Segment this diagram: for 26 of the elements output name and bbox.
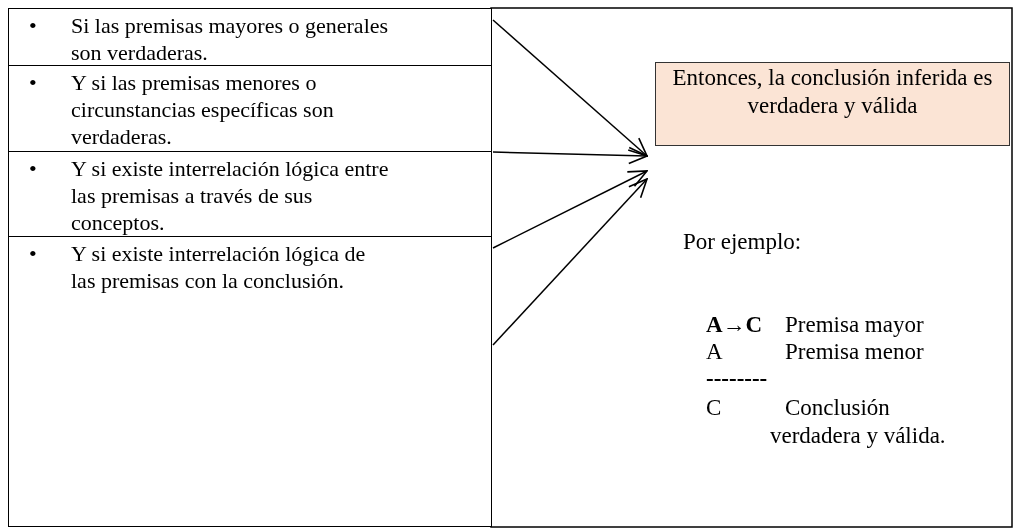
premise-text: Y si las premisas menores o circunstancias específicas son verdaderas. — [71, 69, 335, 150]
arrow — [492, 146, 648, 165]
table-cell — [8, 65, 492, 152]
example-text: verdadera y válida. — [770, 422, 946, 450]
example-text: Conclusión — [785, 394, 890, 422]
premise-text: Y si existe interrelación lógica entre las premisas a través de sus conceptos. — [71, 155, 390, 236]
formula-text: A→C — [706, 311, 763, 339]
table-cell — [8, 151, 492, 237]
bullet-icon: • — [29, 69, 37, 96]
example-text: Premisa mayor — [785, 311, 924, 339]
example-text: C — [706, 394, 722, 422]
table-cell — [8, 236, 492, 527]
premise-text: Y si existe interrelación lógica de las premisas con la conclusión. — [71, 240, 367, 294]
premise-text: Si las premisas mayores o generales son verdaderas. — [71, 12, 390, 66]
bullet-icon: • — [29, 240, 37, 267]
table-cell — [8, 8, 492, 66]
bullet-icon: • — [29, 12, 37, 39]
conclusion-box: Entonces, la conclusión inferida es verdadera y válida — [655, 62, 1010, 146]
example-text: Premisa menor — [785, 338, 924, 366]
example-text: A — [706, 338, 723, 366]
arrow — [492, 170, 648, 249]
arrow — [492, 19, 648, 157]
formula-text: -------- — [706, 365, 768, 393]
example-text: Por ejemplo: — [683, 228, 802, 256]
arrow — [492, 178, 648, 346]
bullet-icon: • — [29, 155, 37, 182]
